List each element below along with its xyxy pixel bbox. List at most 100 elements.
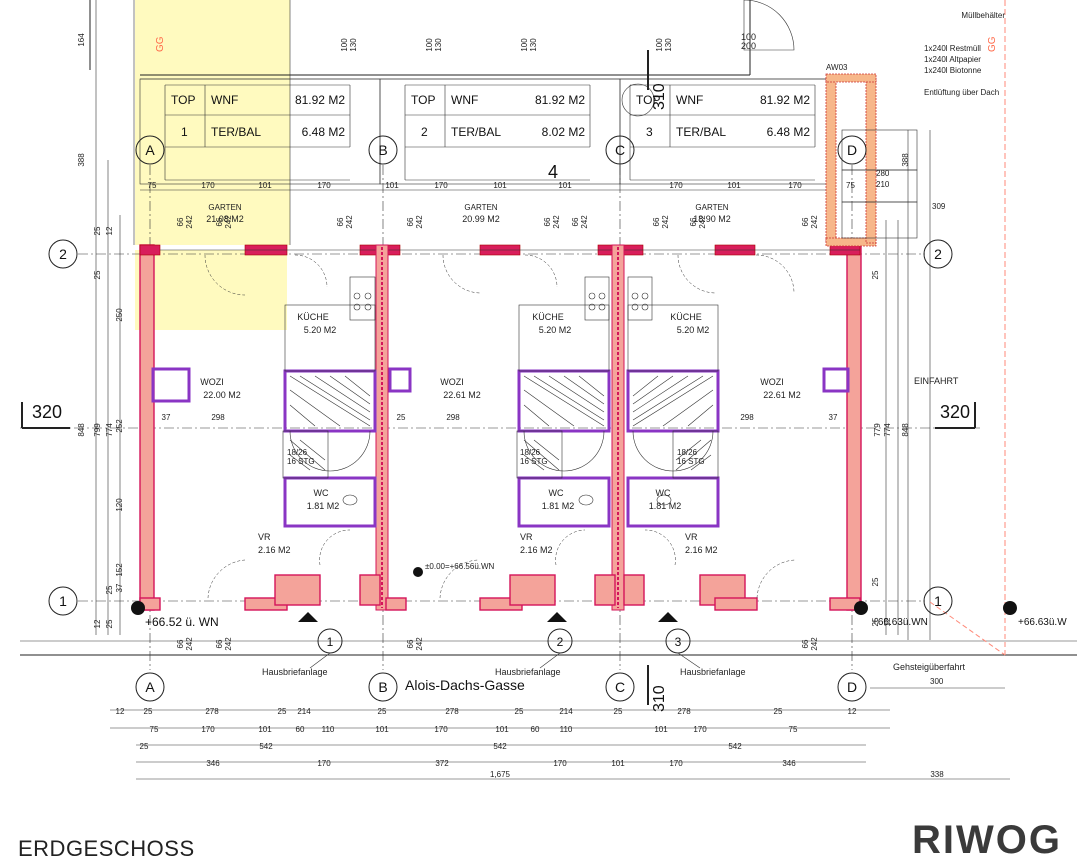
dim-right-v-3: 774 [883, 423, 892, 437]
kueche-label: KÜCHE [670, 312, 702, 322]
wnf-value: 81.92 M2 [535, 93, 585, 107]
grid-label-b-top: B [378, 142, 387, 158]
dim-inner-top-7: 101 [558, 181, 572, 190]
dim-pair-b-7: 242 [698, 215, 707, 229]
wnf-label: WNF [451, 93, 478, 107]
unit-number: 3 [646, 125, 653, 139]
dim-left-v-14: 12 [93, 619, 102, 628]
dim-row1-12: 12 [848, 707, 857, 716]
handwritten-four: 4 [548, 162, 558, 182]
dim-row1-10: 278 [677, 707, 691, 716]
dim-row1-7: 25 [515, 707, 524, 716]
grid-label-c-top: C [615, 142, 625, 158]
dim-row2-11: 170 [693, 725, 707, 734]
page-title: ERDGESCHOSS [18, 836, 195, 861]
grid-label-a-bottom: A [145, 679, 155, 695]
einfahrt-label: EINFAHRT [914, 376, 959, 386]
grid-label-1-left: 1 [59, 593, 67, 609]
dim-left-v-4: 25 [93, 270, 102, 279]
muell-line-3: 1x240l Biotonne [924, 66, 982, 75]
stair-rise: 18/26 [287, 448, 308, 457]
dim-left-v-3: 12 [105, 226, 114, 235]
dim-top-b-2: 130 [529, 38, 538, 52]
dim-row4-0: 346 [206, 759, 220, 768]
dim-top-a-3: 100 [655, 38, 664, 52]
height-right: 320 [940, 402, 970, 422]
garden-highlight [135, 0, 290, 330]
grid-label-d-bottom: D [847, 679, 857, 695]
wc-label: WC [549, 488, 564, 498]
dim-row2-12: 75 [789, 725, 798, 734]
wnf-value: 81.92 M2 [295, 93, 345, 107]
dim-right-v-4: 25 [871, 577, 880, 586]
dim-row4-1: 170 [317, 759, 331, 768]
unit-number: 2 [421, 125, 428, 139]
dim-left-v-1: 388 [77, 153, 86, 167]
dim-right-v-1: 848 [901, 423, 910, 437]
dim-row2-1: 170 [201, 725, 215, 734]
kitchens [284, 276, 719, 506]
dim-row1-11: 25 [774, 707, 783, 716]
wc-value: 1.81 M2 [307, 501, 340, 511]
dim-inner-top-2: 101 [258, 181, 272, 190]
entrance-number: 2 [557, 635, 564, 649]
garten-value: 20.99 M2 [462, 214, 500, 224]
dim-row2-6: 170 [434, 725, 448, 734]
grid-label-2-right: 2 [934, 246, 942, 262]
dim-row3-3: 542 [728, 742, 742, 751]
dim-right-v-0: 25 [871, 270, 880, 279]
hausbriefanlage-label: Hausbriefanlage [262, 667, 328, 677]
unit-number: 1 [181, 125, 188, 139]
dim-pair-a-9: 66 [176, 639, 185, 648]
dim-right-top-1: 280 [876, 169, 890, 178]
dim-top-a-1: 100 [425, 38, 434, 52]
dim-pair-b-1: 242 [224, 215, 233, 229]
muell-line-5: Entlüftung über Dach [924, 88, 999, 97]
section-markers [21, 50, 976, 705]
ter-label: TER/BAL [676, 125, 726, 139]
dim-left-v-6: 799 [93, 423, 102, 437]
stair-count: 16 STG [287, 457, 315, 466]
dim-row2-3: 60 [296, 725, 305, 734]
dim-row2-2: 101 [258, 725, 272, 734]
ter-value: 6.48 M2 [302, 125, 346, 139]
dim-pair-a-6: 66 [652, 217, 661, 226]
wozi-value: 22.61 M2 [763, 390, 801, 400]
dim-inner-top-6: 101 [493, 181, 507, 190]
muell-1: Müllbehälter [961, 11, 1005, 20]
dim-row4-6: 346 [782, 759, 796, 768]
dim-inner-top-3: 170 [317, 181, 331, 190]
wc-label: WC [314, 488, 329, 498]
stair-count: 16 STG [677, 457, 705, 466]
dim-row1-2: 278 [205, 707, 219, 716]
dim-row1-0: 12 [116, 707, 125, 716]
kueche-label: KÜCHE [532, 312, 564, 322]
dim-left-v-8: 250 [115, 308, 124, 322]
dim-row2-8: 60 [531, 725, 540, 734]
wnf-value: 81.92 M2 [760, 93, 810, 107]
stair-rise: 18/26 [520, 448, 541, 457]
level-right: +66.63ü.WN [872, 617, 928, 628]
dim-pair-b-11: 242 [415, 637, 424, 651]
wozi-label: WOZI [200, 377, 224, 387]
terrace-table [404, 84, 591, 181]
dim-right-top-3: 75 [846, 181, 855, 190]
dim-row3-2: 542 [493, 742, 507, 751]
dim-inner-top-9: 101 [727, 181, 741, 190]
dim-pair-b-8: 242 [810, 215, 819, 229]
gehsteig-label: Gehsteigüberfahrt [893, 662, 966, 672]
height-top: 310 [651, 83, 668, 110]
wc-label: WC [656, 488, 671, 498]
grid-label-c-bottom: C [615, 679, 625, 695]
riwog-logo: RIWOG [912, 818, 1062, 862]
dim-inner-mid-2: 25 [397, 413, 406, 422]
dim-pair-a-1: 66 [215, 217, 224, 226]
dimension-lines [95, 0, 1010, 780]
top-label: TOP [411, 93, 435, 107]
door-dim-1: 100 [741, 32, 756, 42]
